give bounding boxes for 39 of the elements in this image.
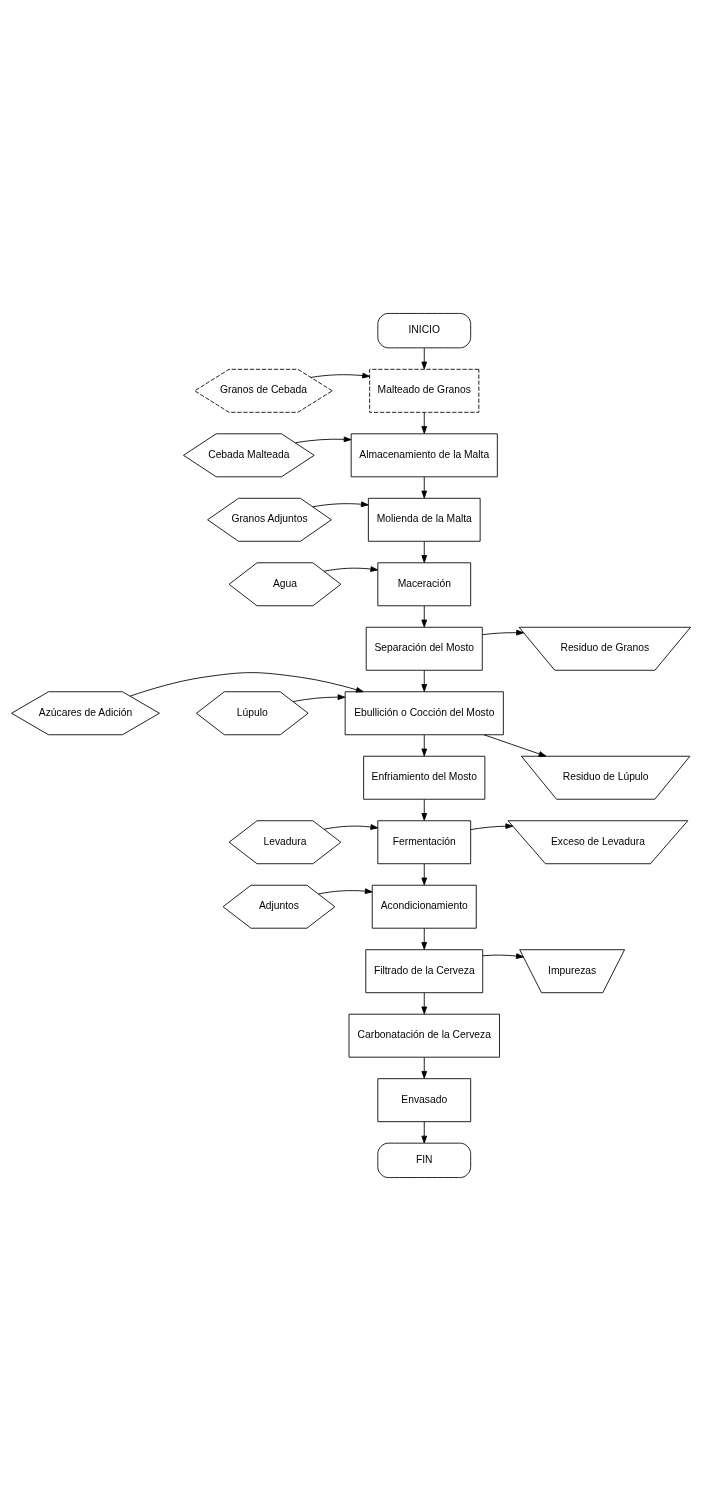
arrow: [421, 992, 428, 1014]
arrow: [421, 734, 428, 756]
arrow: [421, 605, 428, 627]
arrow: [470, 822, 514, 830]
node-box: Molienda de la Malta: [367, 497, 481, 542]
node-box: Almacenamiento de la Malta: [350, 432, 498, 477]
node-box: Maceración: [377, 561, 472, 606]
arrow: [310, 372, 370, 378]
arrow: [421, 927, 428, 950]
arrow: [295, 436, 352, 443]
arrow: [323, 565, 379, 572]
arrow: [483, 733, 547, 757]
node-box: Ebullición o Cocción del Mosto: [344, 690, 504, 735]
arrow: [312, 500, 369, 507]
node-box: Carbonatación de la Cerveza: [348, 1013, 500, 1058]
node-box: Acondicionamiento: [371, 884, 477, 929]
arrow: [292, 693, 346, 702]
arrow: [421, 411, 428, 434]
arrow: [129, 671, 364, 697]
arrow: [421, 476, 428, 498]
arrow: [421, 798, 428, 821]
node-box: Fermentación: [377, 819, 472, 864]
node-box: Malteado de Granos: [369, 368, 480, 413]
node-box: Filtrado de la Cerveza: [365, 948, 484, 993]
arrow: [421, 540, 428, 563]
arrow: [482, 629, 524, 635]
node-box: FIN: [377, 1142, 472, 1178]
arrow: [421, 669, 428, 692]
node-box: Envasado: [377, 1077, 472, 1122]
arrow: [421, 1056, 428, 1079]
arrow: [421, 863, 428, 885]
node-box: Separación del Mosto: [365, 626, 483, 671]
node-box: INICIO: [377, 312, 472, 348]
arrow: [323, 823, 379, 830]
arrow: [317, 887, 373, 894]
arrow: [482, 952, 524, 959]
arrow: [421, 347, 428, 369]
node-box: Enfriamiento del Mosto: [363, 755, 486, 800]
arrow: [421, 1120, 428, 1143]
